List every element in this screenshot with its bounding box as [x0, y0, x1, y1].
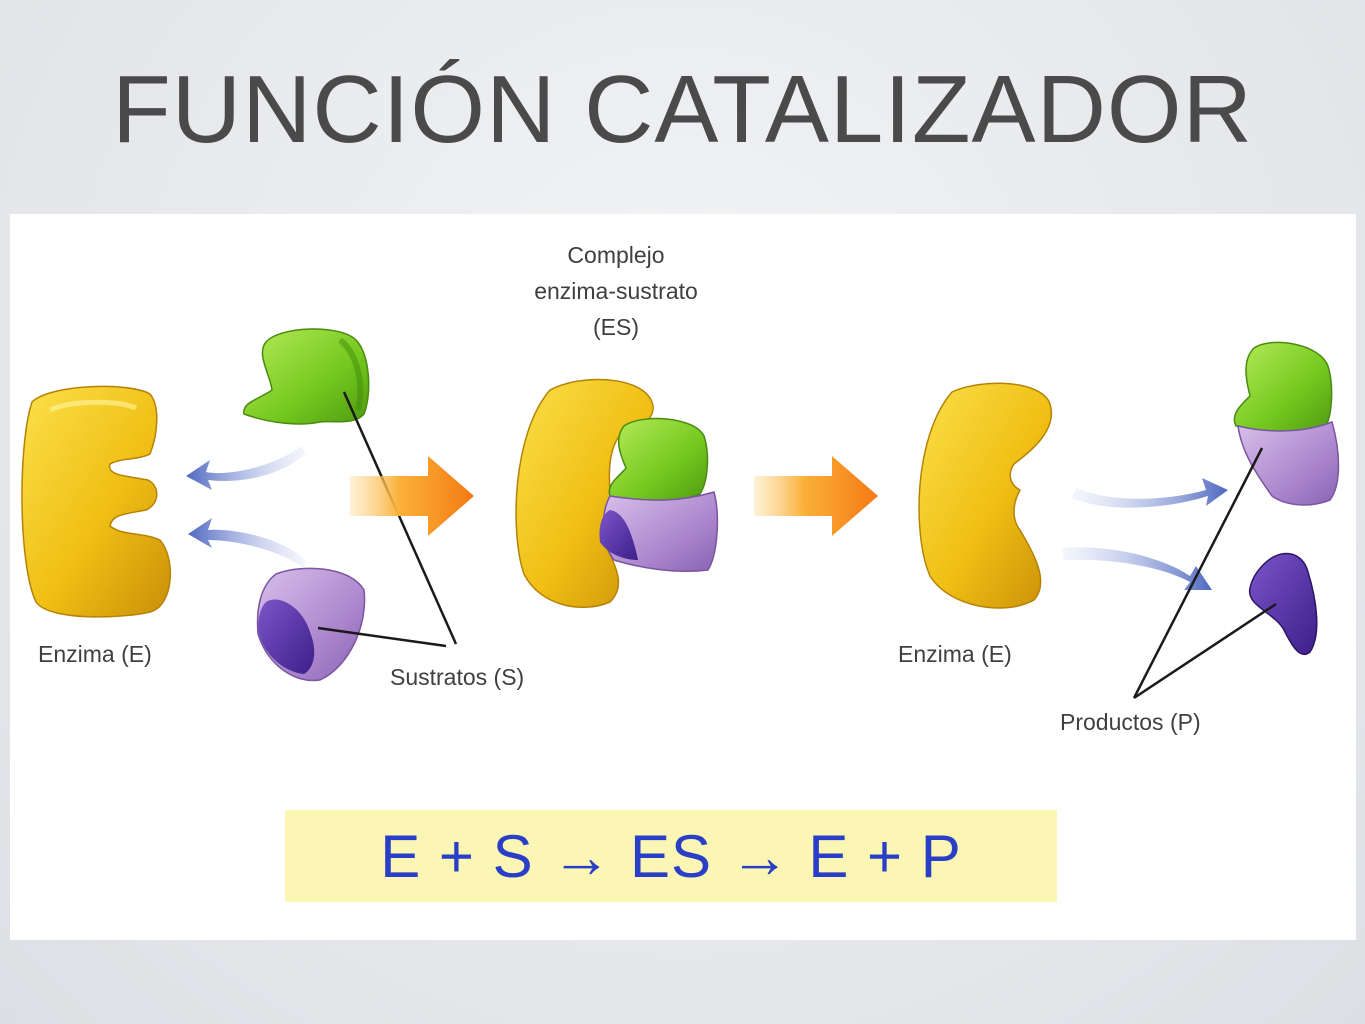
equation-text: E + S → ES → E + P — [380, 822, 962, 890]
product-purple-shape — [1237, 421, 1340, 506]
arrow-blue-right-top — [1072, 478, 1228, 508]
arrow-blue-right-bottom — [1062, 547, 1212, 590]
substrate-green-shape — [243, 328, 370, 425]
label-enzyme-right: Enzima (E) — [898, 641, 1012, 667]
arrow-blue-left-top — [186, 446, 306, 490]
enzyme-diagram: Enzima (E) Complejo enzima-sustrato (ES)… — [10, 214, 1356, 940]
label-complex-line2: enzima-sustrato — [534, 278, 698, 304]
product-dark-shape — [1249, 552, 1318, 655]
label-substrates: Sustratos (S) — [390, 664, 525, 690]
arrow-blue-left-bottom — [188, 518, 306, 568]
arrow-orange-1 — [350, 456, 474, 536]
diagram-canvas — [21, 328, 1340, 700]
products-pointer-lines — [1132, 447, 1277, 700]
label-enzyme-left: Enzima (E) — [38, 641, 152, 667]
substrates-pointer-lines — [317, 391, 458, 648]
substrate-purple-shape — [256, 567, 366, 682]
equation-box: E + S → ES → E + P — [285, 810, 1057, 902]
arrow-orange-2 — [754, 456, 878, 536]
label-products: Productos (P) — [1060, 709, 1201, 735]
label-complex-line3: (ES) — [593, 314, 639, 340]
label-complex-line1: Complejo — [567, 242, 665, 268]
slide-title: FUNCIÓN CATALIZADOR — [112, 56, 1253, 163]
complex-green-shape — [608, 417, 709, 503]
complex-purple-shape — [599, 491, 719, 573]
enzyme-left-shape — [21, 385, 172, 618]
enzyme-right-shape — [918, 382, 1053, 609]
product-green-shape — [1233, 341, 1333, 433]
